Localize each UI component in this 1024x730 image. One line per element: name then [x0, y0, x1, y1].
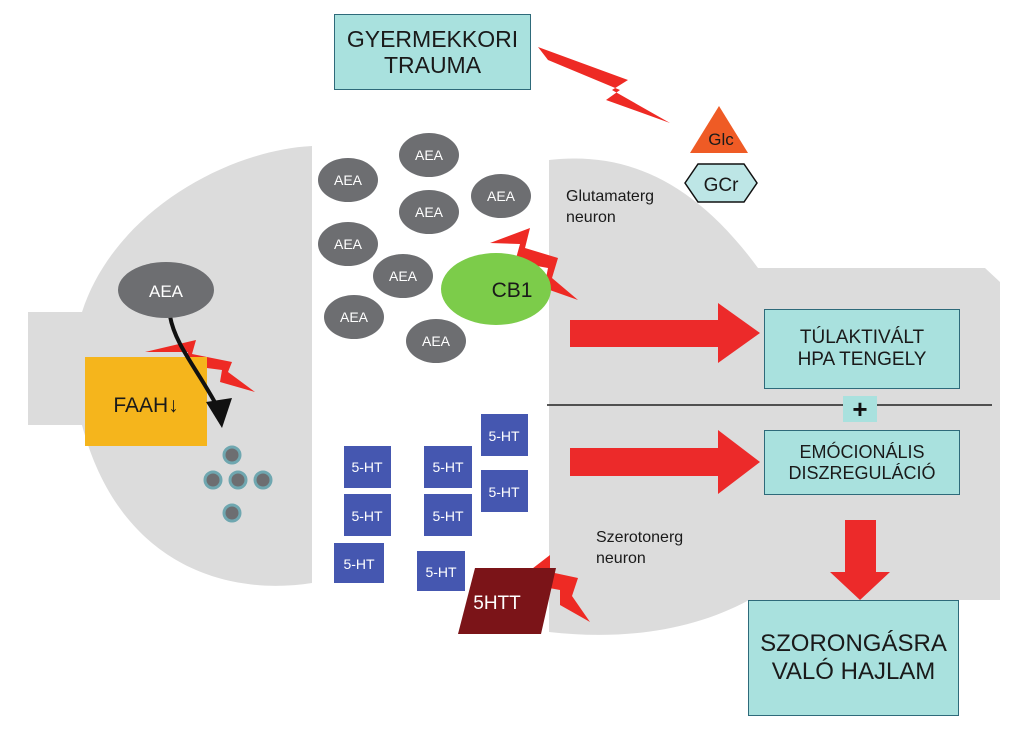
- cb1-receptor: [441, 253, 551, 325]
- aea-label: AEA: [149, 282, 184, 301]
- 5ht-label: 5-HT: [488, 428, 520, 444]
- 5htt-transporter: [458, 568, 556, 634]
- 5htt-label: 5HTT: [473, 593, 521, 614]
- szorongas-line1: SZORONGÁSRA: [760, 630, 947, 658]
- glutamaterg-line1: Glutamaterg: [566, 188, 655, 205]
- szerotonerg-line2: neuron: [596, 550, 646, 567]
- 5ht-molecule: [344, 494, 391, 536]
- emo-line2: DISZREGULÁCIÓ: [788, 462, 936, 483]
- 5ht-label: 5-HT: [343, 556, 375, 572]
- aea-molecule: [406, 319, 466, 363]
- trauma-box: GYERMEKKORI TRAUMA: [334, 14, 531, 90]
- metabolite-dot: [222, 503, 242, 523]
- aea-molecule: [118, 262, 214, 318]
- aea-molecule: [318, 158, 378, 202]
- metabolite-dot: [222, 445, 242, 465]
- 5ht-label: 5-HT: [432, 508, 464, 524]
- 5ht-label: 5-HT: [432, 459, 464, 475]
- 5ht-label: 5-HT: [425, 564, 457, 580]
- gcr-label: GCr: [704, 175, 740, 196]
- aea-label: AEA: [487, 188, 516, 204]
- szorongas-line2: VALÓ HAJLAM: [771, 658, 936, 685]
- aea-label: AEA: [389, 268, 418, 284]
- aea-molecule: [399, 190, 459, 234]
- szerotonerg-neuron-label: Szerotonerg neuron: [596, 527, 683, 569]
- glc-triangle: [690, 106, 748, 153]
- 5ht-molecule: [417, 551, 465, 591]
- arrow-to-emo: [570, 430, 760, 494]
- aea-label: AEA: [334, 236, 363, 252]
- right-neuron-body: [549, 158, 1000, 635]
- lightning-bolt-5htt: [515, 555, 590, 622]
- gcr-hexagon: [684, 163, 758, 203]
- arrow-to-hpa: [570, 303, 760, 363]
- szerotonerg-line1: Szerotonerg: [596, 529, 684, 546]
- metabolite-dot: [203, 470, 223, 490]
- aea-label: AEA: [415, 147, 444, 163]
- 5ht-molecule: [344, 446, 391, 488]
- cb1-label: CB1: [492, 279, 533, 302]
- aea-molecule: [324, 295, 384, 339]
- faah-box: [85, 357, 207, 446]
- serotonin-cluster: 5-HT 5-HT 5-HT 5-HT 5-HT 5-HT 5-HT 5-HT: [334, 414, 528, 591]
- plus-box: [843, 396, 877, 422]
- aea-molecule: [373, 254, 433, 298]
- trauma-line2: TRAUMA: [383, 52, 482, 78]
- degradation-curve: [168, 315, 220, 409]
- metabolite-dot: [228, 470, 248, 490]
- szorongas-box: SZORONGÁSRA VALÓ HAJLAM: [748, 600, 959, 716]
- aea-molecule: [471, 174, 531, 218]
- emo-box: EMÓCIONÁLIS DISZREGULÁCIÓ: [764, 430, 960, 495]
- degradation-arrowhead: [206, 398, 232, 428]
- aea-cluster: AEA AEA AEA AEA AEA AEA AEA AEA: [318, 133, 531, 363]
- aea-label: AEA: [415, 204, 444, 220]
- aea-label: AEA: [422, 333, 451, 349]
- 5ht-molecule: [334, 543, 384, 583]
- glutamaterg-line2: neuron: [566, 209, 616, 226]
- hpa-line2: HPA TENGELY: [797, 349, 927, 370]
- trauma-line1: GYERMEKKORI: [346, 25, 519, 52]
- 5ht-molecule: [481, 414, 528, 456]
- arrow-to-szor: [830, 520, 890, 600]
- glc-label: Glc: [708, 130, 734, 149]
- lightning-bolt-trauma: [538, 47, 670, 123]
- aea-molecule: [318, 222, 378, 266]
- hpa-line1: TÚLAKTIVÁLT: [799, 327, 925, 349]
- hpa-box: TÚLAKTIVÁLT HPA TENGELY: [764, 309, 960, 389]
- aea-molecule: [399, 133, 459, 177]
- aea-label: AEA: [334, 172, 363, 188]
- 5ht-label: 5-HT: [488, 484, 520, 500]
- aea-label: AEA: [340, 309, 369, 325]
- 5ht-molecule: [481, 470, 528, 512]
- metabolite-dot: [253, 470, 273, 490]
- faah-label: FAAH↓: [113, 394, 178, 417]
- plus-label: +: [852, 394, 867, 424]
- 5ht-molecule: [424, 494, 472, 536]
- 5ht-label: 5-HT: [351, 459, 383, 475]
- glutamaterg-neuron-label: Glutamaterg neuron: [566, 186, 654, 228]
- 5ht-molecule: [424, 446, 472, 488]
- emo-line1: EMÓCIONÁLIS: [799, 441, 925, 462]
- 5ht-label: 5-HT: [351, 508, 383, 524]
